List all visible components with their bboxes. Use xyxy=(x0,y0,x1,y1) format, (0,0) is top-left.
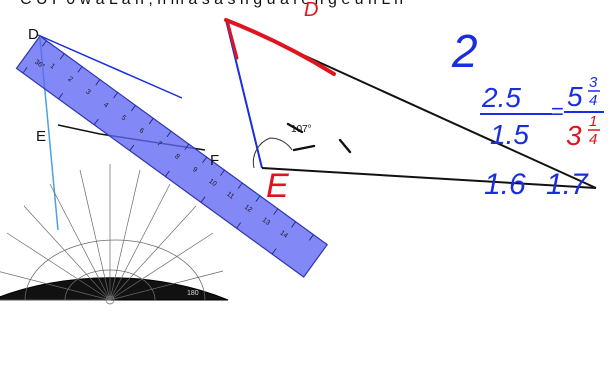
fraction-left-denominator: 1.5 xyxy=(490,119,529,150)
equals-sign: = xyxy=(551,99,564,124)
mixed-bottom-numerator: 1 xyxy=(589,113,597,130)
ruler-number: 12 xyxy=(243,204,254,214)
ruler-ticks xyxy=(22,40,314,255)
point-label-d: D xyxy=(28,26,39,43)
protractor-body xyxy=(0,277,229,301)
angle-arc xyxy=(252,137,293,169)
point-label-f: F xyxy=(210,152,219,169)
measurement-1: 1.6 xyxy=(484,168,526,201)
point-label-e: E xyxy=(36,128,46,145)
fraction-left-numerator: 2.5 xyxy=(481,82,521,113)
ruler-number: 1 xyxy=(49,63,56,71)
protractor-rays xyxy=(0,164,224,301)
segment-d-extension xyxy=(37,34,183,99)
ruler-number: 4 xyxy=(102,101,109,109)
protractor[interactable]: 180 xyxy=(0,164,229,305)
handwritten-e-label: E xyxy=(266,167,289,205)
ruler-body xyxy=(15,35,329,278)
ruler-number: 13 xyxy=(261,217,272,227)
ruler-number: 11 xyxy=(225,191,235,201)
ruler-number: 8 xyxy=(173,153,180,161)
handwritten-numeral: 2 xyxy=(451,25,478,77)
mixed-top-whole: 5 xyxy=(567,81,583,112)
header-text: C U F 0 w a L a n , n m a s a s n g u a … xyxy=(20,0,403,8)
ruler-number: 14 xyxy=(278,230,289,240)
red-highlight-side xyxy=(224,18,336,76)
mixed-top-numerator: 3 xyxy=(589,74,598,91)
measurement-2: 1.7 xyxy=(546,168,589,201)
ruler-number: 5 xyxy=(120,114,127,122)
ruler-number: 6 xyxy=(138,127,145,135)
angle-label: 107° xyxy=(291,124,312,135)
ruler-number: 3 xyxy=(84,88,91,96)
ruler-number: 9 xyxy=(191,166,198,174)
ruler-number: 10 xyxy=(207,178,218,188)
ruler-number: 7 xyxy=(155,140,162,148)
red-highlight-short xyxy=(226,22,239,60)
mixed-bottom-whole: 3 xyxy=(566,120,582,151)
handwritten-d-label: D xyxy=(304,0,318,21)
protractor-end-label: 180 xyxy=(187,290,199,297)
ruler[interactable]: 36° 1 2 3 4 5 6 7 8 9 10 11 12 13 14 xyxy=(15,35,329,278)
segment-triangle-base xyxy=(261,167,597,189)
mixed-bottom-denominator: 4 xyxy=(589,131,597,148)
ruler-number: 2 xyxy=(66,76,73,84)
pen-tick-marks xyxy=(286,122,352,154)
mixed-top-denominator: 4 xyxy=(589,92,597,109)
